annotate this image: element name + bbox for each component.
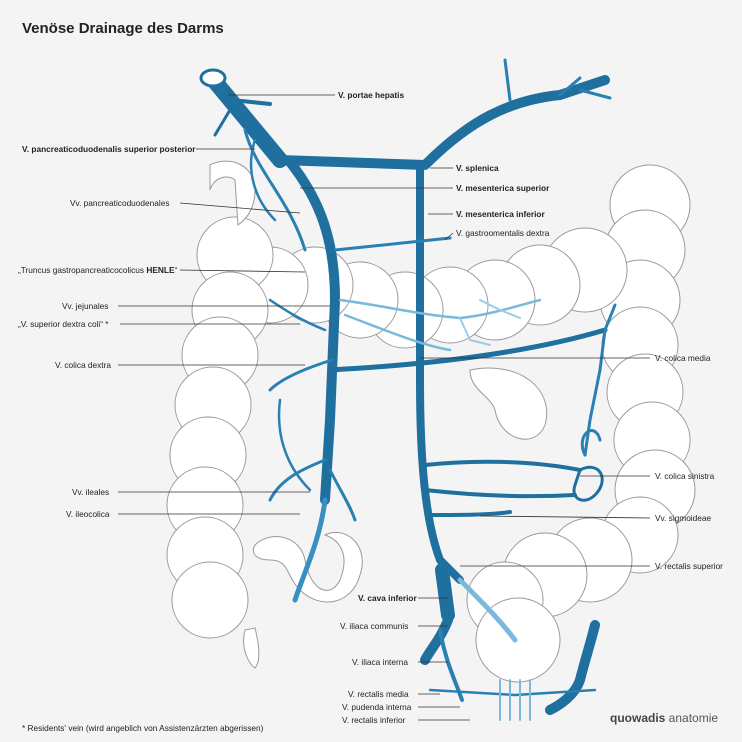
label-mesenterica-inferior: V. mesenterica inferior	[456, 209, 545, 219]
label-iliaca-interna: V. iliaca interna	[352, 657, 408, 667]
superior-mesenteric-vein-shape	[285, 157, 340, 505]
label-rectalis-superior: V. rectalis superior	[655, 561, 723, 571]
vena-cava-shape	[435, 563, 455, 622]
portal-vein-shape	[204, 70, 288, 168]
portal-vein-stump	[199, 68, 227, 88]
label-pudenda-interna: V. pudenda interna	[342, 702, 412, 712]
label-colica-media: V. colica media	[655, 353, 711, 363]
label-colica-dextra: V. colica dextra	[55, 360, 111, 370]
label-colica-sinistra: V. colica sinistra	[655, 471, 715, 481]
label-superior-dextra-coli: „V. superior dextra coli“ *	[18, 319, 109, 329]
label-pancreaticoduodenalis-sup-post: V. pancreaticoduodenalis superior poster…	[22, 144, 196, 154]
label-iliaca-communis: V. iliaca communis	[340, 621, 409, 631]
label-vv-pancreaticoduodenales: Vv. pancreaticoduodenales	[70, 198, 170, 208]
footnote: * Residents' vein (wird angeblich von As…	[22, 723, 264, 733]
label-gastroomentalis-dextra: V. gastroomentalis dextra	[456, 228, 550, 238]
label-vv-jejunales: Vv. jejunales	[62, 301, 109, 311]
label-splenica: V. splenica	[456, 163, 499, 173]
brand-logo: quowadis anatomie	[610, 711, 719, 725]
label-vv-ileales: Vv. ileales	[72, 487, 110, 497]
veins	[199, 58, 617, 721]
leader-lines	[118, 94, 651, 721]
label-cava-inferior: V. cava inferior	[358, 593, 417, 603]
diagram-title: Venöse Drainage des Darms	[22, 20, 224, 37]
label-truncus-henle: „Truncus gastropancreaticocolicus HENLE“	[18, 265, 178, 275]
intestine-outlines	[166, 160, 696, 683]
label-rectalis-inferior: V. rectalis inferior	[342, 715, 406, 725]
label-rectalis-media: V. rectalis media	[348, 689, 409, 699]
label-vv-sigmoideae: Vv. sigmoideae	[655, 513, 712, 523]
label-portae-hepatis: V. portae hepatis	[338, 90, 405, 100]
label-mesenterica-superior: V. mesenterica superior	[456, 183, 550, 193]
label-ileocolica: V. ileocolica	[66, 509, 110, 519]
splenic-vein-shape	[275, 75, 610, 170]
inferior-mesenteric-vein-shape	[416, 166, 464, 584]
